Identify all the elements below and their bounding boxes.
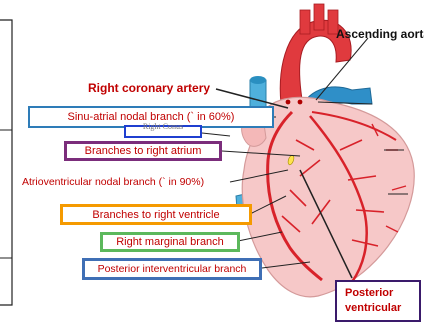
left-bracket bbox=[0, 20, 12, 305]
label-right-marginal-box: Right marginal branch bbox=[100, 232, 240, 252]
label-posterior-ventricular-box: Posterior ventricular bbox=[335, 280, 421, 322]
aorta-branch bbox=[300, 10, 310, 34]
node-dot bbox=[286, 100, 291, 105]
label-right-marginal: Right marginal branch bbox=[116, 236, 224, 248]
label-av-nodal: Atrioventricular nodal branch (` in 90%) bbox=[22, 177, 204, 188]
label-right-atrium-box: Branches to right atrium bbox=[64, 141, 222, 161]
vena-cava-opening bbox=[250, 76, 266, 84]
node-dot bbox=[298, 100, 303, 105]
label-right-ventricle-box: Branches to right ventricle bbox=[60, 204, 252, 225]
label-right-conus: Right Conus bbox=[143, 122, 183, 131]
label-branches-right-atrium: Branches to right atrium bbox=[85, 145, 202, 157]
label-posterior-ventricular: Posterior ventricular bbox=[345, 286, 409, 316]
label-posterior-interventricular-box: Posterior interventricular branch bbox=[82, 258, 262, 280]
label-right-conus-box: Right Conus bbox=[124, 125, 202, 138]
label-ascending-aorta: Ascending aorta bbox=[336, 28, 424, 40]
label-posterior-interventricular: Posterior interventricular branch bbox=[98, 263, 247, 275]
label-right-coronary-artery: Right coronary artery bbox=[88, 82, 210, 94]
leader-line bbox=[202, 133, 230, 136]
label-branches-right-ventricle: Branches to right ventricle bbox=[92, 209, 219, 221]
aorta-branch bbox=[314, 4, 324, 30]
